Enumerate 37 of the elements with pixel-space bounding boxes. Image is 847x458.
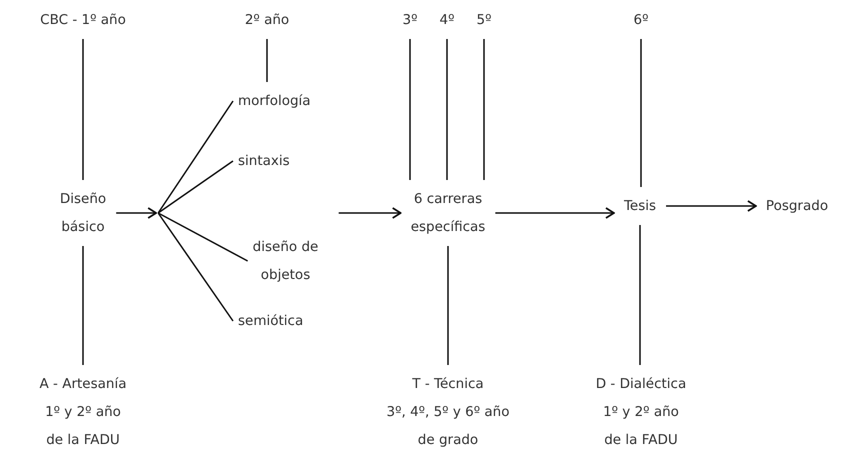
connector-line [158,100,234,214]
arrow [495,207,615,219]
connector-line [483,39,485,180]
connector-line [446,39,448,180]
connector-line [82,39,84,180]
subject-label: diseño de objetos [238,233,333,289]
stage-label: Tesis [624,192,656,220]
connector-line [640,39,642,187]
arrow [666,200,757,212]
year-label: 6º [634,6,648,34]
stage-label: Posgrado [766,192,828,220]
connector-line [158,212,234,322]
period-text: 1º y 2º año de la FADU [44,403,122,450]
year-label: 5º [476,6,492,34]
approach-heading: T - Técnica [411,375,485,394]
year-label: 2º año [244,6,290,34]
year-label: CBC - 1º año [40,6,126,34]
connector-line [639,225,641,365]
year-label: 4º [440,6,454,34]
period-text: 1º y 2º año de la FADU [602,403,680,450]
arrow [116,207,158,219]
arrow [338,207,402,219]
subject-label: sintaxis [238,147,290,175]
connector-line [82,246,84,365]
approach-heading: D - Dialéctica [596,375,686,394]
connector-line [266,39,268,82]
subject-label: morfología [238,87,311,115]
approach-heading: A - Artesanía [39,375,127,394]
connector-line [158,160,234,214]
period-text: 3º, 4º, 5º y 6º año de grado [386,403,510,450]
connector-line [447,246,449,365]
stage-label: Diseño básico [47,185,119,241]
connector-line [158,212,248,262]
subject-label: semiótica [238,307,304,335]
connector-line [409,39,411,180]
stage-label: 6 carreras específicas [392,185,504,241]
year-label: 3º [402,6,418,34]
